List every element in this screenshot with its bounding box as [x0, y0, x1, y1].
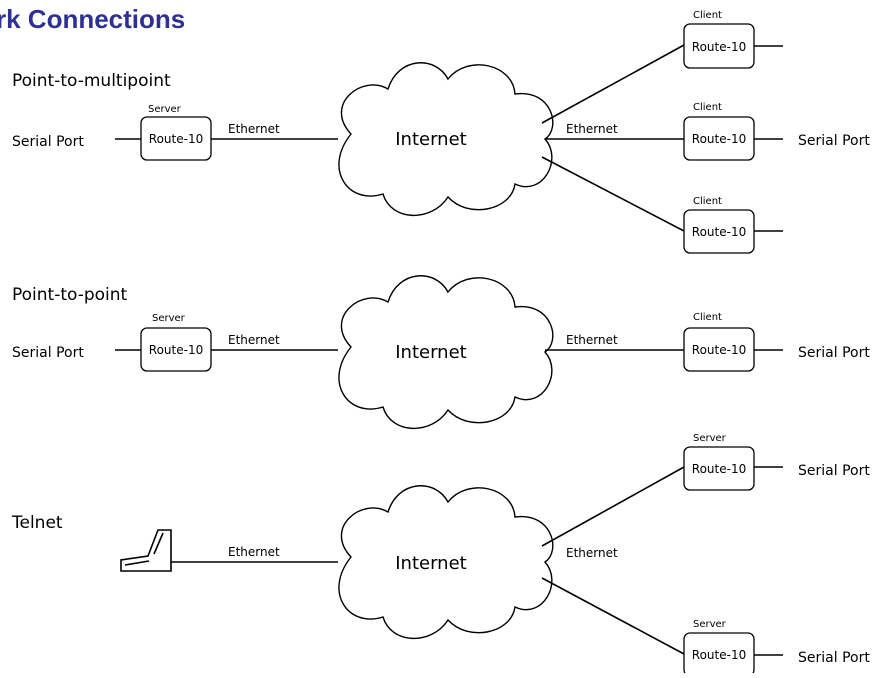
server-label: Server: [148, 104, 182, 115]
ethernet-label: Ethernet: [228, 333, 280, 347]
ethernet-label: Ethernet: [228, 545, 280, 559]
internet-label: Internet: [395, 553, 466, 574]
serial-port-label: Serial Port: [12, 345, 84, 361]
ethernet-label: Ethernet: [566, 122, 618, 136]
section-label-point-to-multipoint: Point-to-multipoint: [12, 71, 171, 91]
server-label: Server: [152, 313, 186, 324]
ethernet-link: [541, 577, 685, 655]
server-label: Server: [693, 433, 727, 444]
section-telnet: Telnet Ethernet Internet Ethernet Server…: [11, 433, 870, 677]
internet-label: Internet: [395, 342, 466, 363]
route-10-label: Route-10: [149, 132, 203, 146]
ethernet-label: Ethernet: [566, 546, 618, 560]
ethernet-link: [541, 156, 685, 232]
section-label-point-to-point: Point-to-point: [12, 285, 128, 305]
serial-port-label: Serial Port: [798, 133, 870, 149]
client-label: Client: [693, 102, 722, 113]
route-10-label: Route-10: [692, 343, 746, 357]
ethernet-link: [541, 466, 685, 547]
serial-port-label: Serial Port: [798, 345, 870, 361]
page-title: rk Connections: [0, 4, 186, 34]
terminal-icon: [120, 529, 172, 572]
section-point-to-multipoint: Point-to-multipoint Serial Port Server R…: [12, 10, 870, 254]
route-10-box: [683, 446, 755, 491]
route-10-label: Route-10: [692, 40, 746, 54]
client-label: Client: [693, 10, 722, 21]
route-10-label: Route-10: [692, 225, 746, 239]
section-label-telnet: Telnet: [11, 513, 63, 533]
route-10-label: Route-10: [692, 462, 746, 476]
internet-label: Internet: [395, 129, 466, 150]
route-10-label: Route-10: [692, 132, 746, 146]
ethernet-label: Ethernet: [228, 122, 280, 136]
client-label: Client: [693, 312, 722, 323]
route-10-label: Route-10: [149, 343, 203, 357]
section-point-to-point: Point-to-point Serial Port Server Route-…: [12, 275, 870, 430]
route-10-label: Route-10: [692, 648, 746, 662]
serial-port-label: Serial Port: [798, 463, 870, 479]
serial-port-label: Serial Port: [12, 134, 84, 150]
client-label: Client: [693, 196, 722, 207]
ethernet-label: Ethernet: [566, 333, 618, 347]
serial-port-label: Serial Port: [798, 650, 870, 666]
server-label: Server: [693, 619, 727, 630]
ethernet-link: [541, 44, 685, 124]
